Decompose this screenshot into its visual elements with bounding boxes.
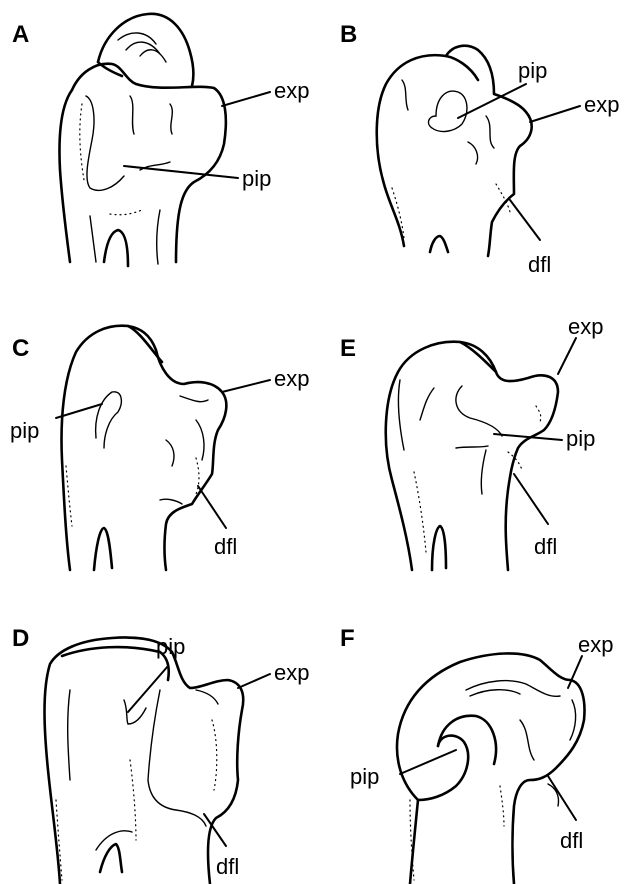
panel-d: D pip exp dfl [12, 625, 309, 884]
label-d-pip: pip [156, 634, 185, 659]
label-e-pip: pip [566, 426, 595, 451]
label-c-dfl: dfl [214, 534, 237, 559]
label-b-exp: exp [584, 92, 619, 117]
bone-drawing-b [377, 46, 532, 256]
leader-a-pip [124, 166, 238, 178]
panel-f: F exp pip dfl [340, 625, 613, 884]
leader-c-dfl [198, 486, 226, 528]
label-e-dfl: dfl [534, 534, 557, 559]
leader-d-exp [238, 674, 270, 688]
leader-b-exp [530, 106, 580, 122]
leader-b-dfl [510, 200, 540, 240]
label-b-dfl: dfl [528, 252, 551, 277]
panel-e: E exp pip dfl [340, 314, 603, 570]
label-e-exp: exp [568, 314, 603, 339]
label-a-pip: pip [242, 166, 271, 191]
leader-a-exp [222, 92, 270, 106]
panel-letter-a: A [12, 21, 29, 48]
leader-f-pip [400, 750, 456, 774]
label-c-pip: pip [10, 418, 39, 443]
leader-b-pip [458, 84, 526, 118]
label-f-pip: pip [350, 764, 379, 789]
panel-b: B pip exp dfl [340, 21, 619, 277]
leader-d-pip [128, 666, 168, 712]
leader-e-dfl [514, 474, 548, 524]
bone-drawing-f [397, 653, 585, 884]
label-f-dfl: dfl [560, 828, 583, 853]
panel-a: A exp pip [12, 14, 309, 266]
panel-c: C pip exp dfl [10, 326, 309, 570]
panel-letter-c: C [12, 335, 29, 362]
panel-letter-f: F [340, 625, 355, 652]
label-d-dfl: dfl [216, 854, 239, 879]
leader-e-exp [558, 338, 576, 374]
bone-drawing-e [386, 342, 558, 570]
label-f-exp: exp [578, 632, 613, 657]
bone-drawing-d [45, 638, 244, 884]
label-d-exp: exp [274, 660, 309, 685]
leader-c-exp [222, 380, 270, 392]
panel-letter-d: D [12, 625, 29, 652]
bone-drawing-a [60, 14, 226, 266]
panel-letter-b: B [340, 21, 357, 48]
label-c-exp: exp [274, 366, 309, 391]
panel-letter-e: E [340, 335, 356, 362]
label-a-exp: exp [274, 78, 309, 103]
leader-f-dfl [548, 776, 576, 820]
bone-drawing-c [62, 326, 227, 570]
label-b-pip: pip [518, 58, 547, 83]
